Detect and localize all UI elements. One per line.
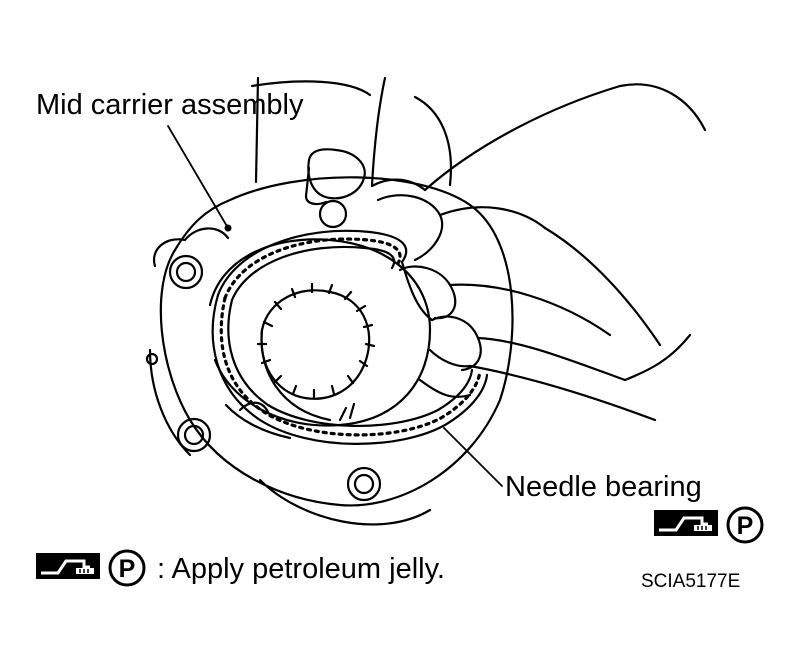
needle-bearing-ring (211, 229, 489, 445)
petroleum-jelly-p-icon: P (726, 506, 764, 544)
svg-text:P: P (737, 512, 754, 540)
label-needle-bearing: Needle bearing (505, 471, 702, 503)
legend-text: : Apply petroleum jelly. (157, 553, 445, 585)
legend-grease-applicator-icon (36, 553, 100, 579)
label-mid-carrier-assembly: Mid carrier assembly (36, 89, 304, 121)
splined-hub (256, 282, 376, 422)
figure-code: SCIA5177E (641, 571, 741, 592)
mid-carrier-flange (145, 176, 514, 526)
rear-housing-outline (250, 76, 452, 187)
leader-line-mid-carrier (167, 125, 229, 229)
leader-line-needle-bearing (443, 427, 503, 487)
grease-applicator-icon (654, 510, 718, 536)
legend-p-icon: P (108, 549, 146, 587)
leader-dot-mid-carrier (224, 224, 232, 232)
technician-hand (304, 76, 707, 422)
svg-text:P: P (119, 555, 136, 583)
